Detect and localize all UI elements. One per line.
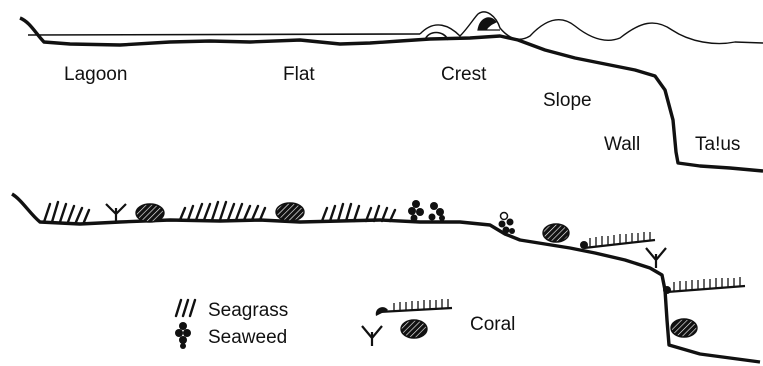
zone-label-lagoon: Lagoon: [64, 64, 127, 85]
lower-seafloor-line: [12, 194, 760, 362]
legend-label-coral: Coral: [470, 314, 515, 335]
legend-branching-coral-icon: [362, 326, 382, 346]
legend-massive-coral-icon: [401, 320, 427, 338]
seagrass-patch: [180, 202, 265, 220]
upper-profile: Lagoon Flat Crest Slope Wall Ta!us: [20, 12, 763, 171]
massive-coral-icon: [136, 204, 164, 222]
legend-label-seagrass: Seagrass: [208, 300, 288, 321]
massive-coral-icon: [276, 203, 304, 221]
legend-label-seaweed: Seaweed: [208, 327, 287, 348]
water-surface-line: [28, 34, 420, 35]
branching-coral-icon: [646, 248, 666, 268]
legend: Seagrass Seaweed Coral: [175, 299, 515, 349]
zone-label-wall: Wall: [604, 134, 640, 155]
upper-seafloor-line: [20, 18, 763, 171]
zone-label-flat: Flat: [283, 64, 315, 85]
plate-coral-icon: [663, 277, 745, 294]
lower-profile: [12, 194, 760, 362]
massive-coral-icon: [543, 224, 569, 242]
zone-label-talus: Ta!us: [695, 134, 740, 155]
legend-plate-coral-icon: [376, 299, 452, 316]
seagrass-patch: [44, 202, 89, 222]
seagrass-patch: [322, 204, 395, 221]
massive-coral-icon: [671, 319, 697, 337]
seaweed-clump: [408, 200, 445, 222]
plate-coral-icon: [580, 232, 655, 249]
branching-coral-icon: [106, 204, 126, 222]
zone-label-crest: Crest: [441, 64, 487, 85]
legend-seagrass-icon: [176, 300, 195, 316]
legend-seaweed-icon: [175, 322, 191, 349]
zone-label-slope: Slope: [543, 90, 592, 111]
